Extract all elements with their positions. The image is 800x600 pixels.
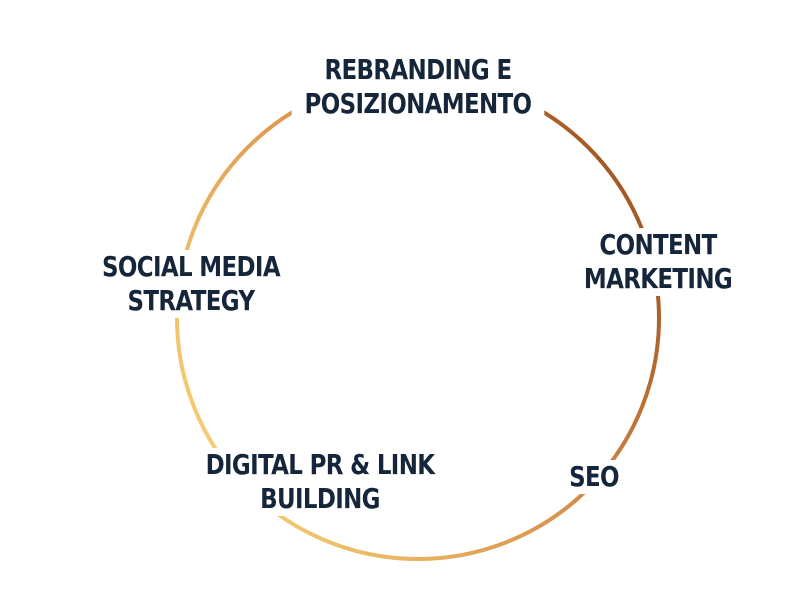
stage-social-media: SOCIAL MEDIA STRATEGY xyxy=(89,250,293,318)
stage-rebranding: REBRANDING E POSIZIONAMENTO xyxy=(291,53,545,121)
stage-digital-line2: BUILDING xyxy=(260,482,380,515)
stage-digital-line1: DIGITAL PR & LINK xyxy=(205,448,435,481)
stage-rebranding-line2: POSIZIONAMENTO xyxy=(304,87,533,120)
stage-rebranding-line1: REBRANDING E xyxy=(324,53,512,86)
stage-seo: SEO xyxy=(553,460,635,494)
stage-digital-pr: DIGITAL PR & LINK BUILDING xyxy=(185,448,455,516)
stage-content-line2: MARKETING xyxy=(583,262,733,295)
stage-seo-line1: SEO xyxy=(569,460,619,493)
stage-content-marketing: CONTENT MARKETING xyxy=(560,228,756,296)
stage-content-line1: CONTENT xyxy=(599,228,717,261)
stage-social-line1: SOCIAL MEDIA xyxy=(102,250,281,283)
stage-social-line2: STRATEGY xyxy=(127,284,256,317)
